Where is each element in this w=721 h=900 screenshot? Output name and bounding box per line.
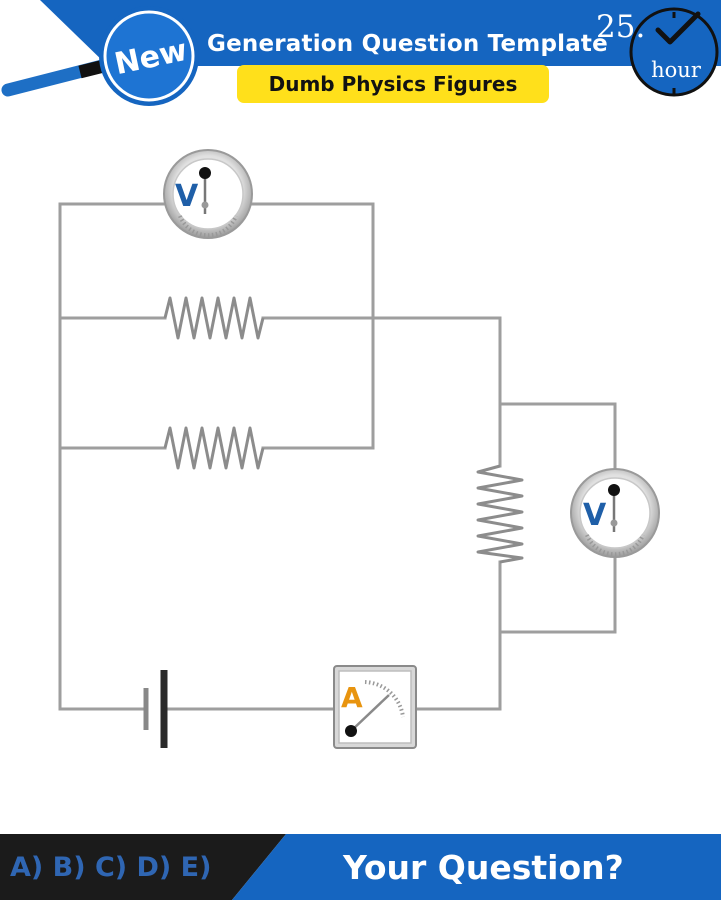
voltmeter-top: V	[163, 149, 253, 239]
wires	[58, 202, 617, 711]
question-prompt: Your Question?	[343, 848, 624, 887]
resistor-2	[163, 426, 265, 470]
subtitle-pill	[237, 65, 549, 103]
circuit-diagram: V V A	[58, 149, 660, 749]
ammeter-label: A	[341, 681, 363, 714]
ammeter: A	[333, 665, 417, 749]
header-band	[40, 0, 721, 66]
clock-icon	[629, 7, 719, 97]
page-title: Generation Question Template	[207, 31, 608, 57]
resistor-1	[163, 296, 265, 340]
clock-unit: hour	[651, 58, 701, 82]
page-subtitle: Dumb Physics Figures	[268, 72, 518, 96]
voltmeter-right: V	[570, 468, 660, 558]
clock-number: 25.	[596, 9, 646, 45]
footer-band	[0, 834, 721, 900]
battery	[143, 670, 168, 748]
voltmeter-label: V	[583, 498, 607, 533]
magnifier-icon	[1, 6, 199, 106]
resistor-3	[476, 464, 524, 564]
answer-choices: A) B) C) D) E)	[10, 852, 212, 883]
voltmeter-label: V	[175, 179, 199, 214]
